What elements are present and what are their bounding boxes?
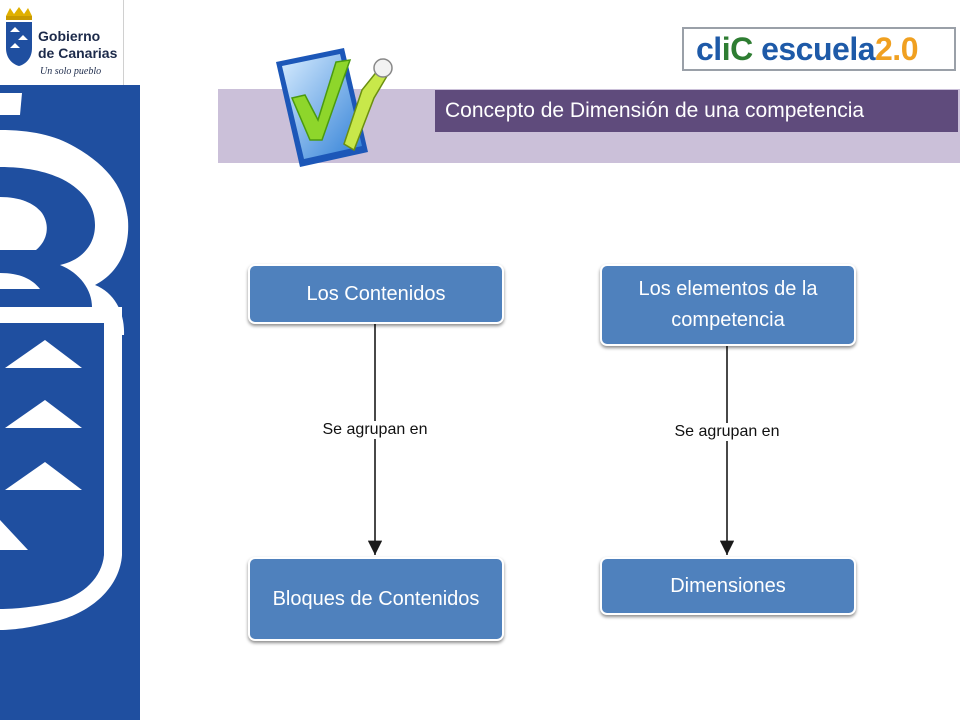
edge-layer <box>367 324 735 555</box>
coat-of-arms-icon <box>6 7 32 66</box>
gobierno-logo: Gobierno de Canarias Un solo pueblo <box>0 0 140 85</box>
logo-tagline: Un solo pueblo <box>40 66 102 77</box>
node-n1: Los Contenidos <box>248 264 504 324</box>
node-n4: Dimensiones <box>600 557 856 615</box>
clic-escuela-logo: cliC escuela2.0 <box>682 27 956 71</box>
page-title: Concepto de Dimensión de una competencia <box>435 90 958 132</box>
edge-label: Se agrupan en <box>305 421 445 439</box>
brand-part-2: iC <box>721 31 754 67</box>
brand-part-1: cl <box>696 31 722 67</box>
logo-title-line2: de Canarias <box>38 45 118 61</box>
node-n2: Bloques de Contenidos <box>248 557 504 641</box>
edge-label: Se agrupan en <box>657 423 797 441</box>
logo-title-line1: Gobierno <box>38 28 101 44</box>
left-brand-band <box>0 85 140 720</box>
divider <box>123 0 124 85</box>
task-checklist-icon <box>276 48 393 167</box>
node-n3: Los elementos de la competencia <box>600 264 856 346</box>
brand-part-3: escuela <box>752 31 875 67</box>
brand-emblem-icon <box>0 93 129 630</box>
brand-part-4: 2.0 <box>875 31 918 67</box>
